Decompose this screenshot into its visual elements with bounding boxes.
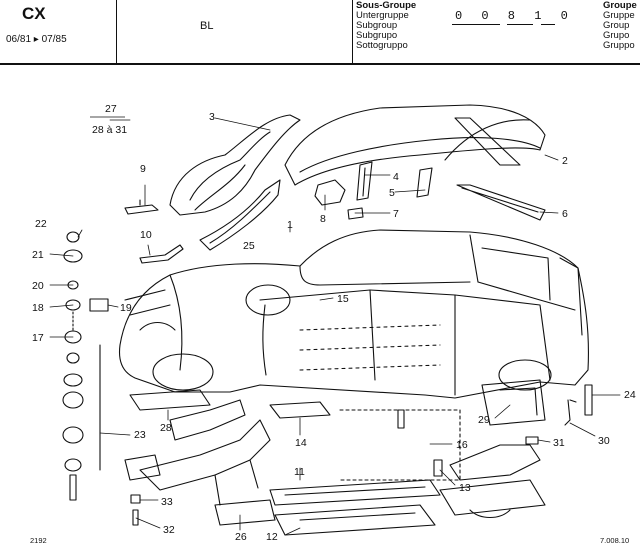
pillar-drawing [199, 179, 281, 251]
callout-29: 29 [478, 414, 490, 426]
callout-27: 27 [105, 103, 117, 115]
bolt-32-drawing [132, 509, 139, 526]
footer-right-code: 7.008.10 [600, 536, 629, 544]
roof-rail-drawing [456, 184, 546, 221]
subgroup-label-es: Subgrupo [356, 30, 398, 41]
callout-4: 4 [393, 171, 399, 183]
callout-15: 15 [337, 293, 349, 305]
pin-30-drawing [564, 399, 577, 426]
group-label-en: Group [603, 20, 630, 31]
callout-21: 21 [32, 249, 44, 261]
callout-20: 20 [32, 280, 44, 292]
group-label-it: Gruppo [603, 40, 635, 51]
group-labels: Groupe Gruppe Group Grupo Gruppo [603, 1, 637, 51]
callout-3: 3 [209, 111, 215, 123]
bracket-10-drawing [139, 244, 184, 264]
group-label-de: Gruppe [603, 10, 635, 21]
bolt-33-drawing [130, 494, 141, 504]
callout-25: 25 [243, 240, 255, 252]
model-name: CX [22, 4, 46, 23]
callout-12: 12 [266, 531, 278, 543]
bolt-16-drawing [397, 409, 405, 429]
callout-8: 8 [320, 213, 326, 225]
bracket-8-drawing [314, 179, 346, 206]
subgroup-label-de: Untergruppe [356, 10, 409, 21]
subgroup-label-en: Subgroup [356, 20, 398, 31]
group-label-fr: Groupe [603, 0, 637, 11]
code-underline-1 [452, 24, 500, 25]
callout-17: 17 [32, 332, 44, 344]
code-underline-3 [541, 24, 555, 25]
callout-26: 26 [235, 531, 247, 543]
code-underline-2 [507, 24, 533, 25]
callout-10: 10 [140, 229, 152, 241]
subgroup-label-it: Sottogruppo [356, 40, 408, 51]
reinforcement-5-drawing [416, 167, 433, 198]
callout-19: 19 [120, 302, 132, 314]
callout-1: 1 [287, 219, 293, 231]
callout-16: 16 [456, 439, 468, 451]
callout-5: 5 [389, 187, 395, 199]
callout-22: 22 [35, 218, 47, 230]
panel-14-drawing [269, 401, 331, 419]
side-frame-drawing [169, 114, 301, 216]
floor-piece-26-drawing [214, 499, 276, 526]
callout-24: 24 [624, 389, 636, 401]
footer-left-code: 2192 [30, 536, 47, 544]
callout-32: 32 [163, 524, 175, 536]
floor-panel-12-drawing [274, 504, 436, 536]
clip-31-drawing [525, 436, 539, 445]
group-code: 0 0 8 1 0 [455, 9, 574, 23]
pin-24-drawing [584, 384, 593, 416]
callout-7: 7 [393, 208, 399, 220]
callout-2: 2 [562, 155, 568, 167]
title-box-text: BL [200, 20, 214, 32]
subframe-drawing [124, 399, 271, 506]
bracket-29-drawing [481, 379, 546, 426]
callouts: 1 2 3 4 5 6 7 8 9 10 11 12 13 14 15 16 1… [32, 103, 636, 543]
main-body-shell-drawing [118, 229, 589, 399]
title-box [116, 0, 353, 64]
callout-30: 30 [598, 435, 610, 447]
sill-11-drawing [269, 479, 441, 506]
reinforcement-4-drawing [356, 161, 373, 201]
plate-7-drawing [347, 207, 364, 220]
group-label-es: Grupo [603, 30, 630, 41]
floor-panel-28-drawing [129, 389, 211, 411]
callout-33: 33 [161, 496, 173, 508]
callout-6: 6 [562, 208, 568, 220]
callout-23: 23 [134, 429, 146, 441]
subgroup-label-fr: Sous-Groupe [356, 0, 417, 11]
callout-28: 28 [160, 422, 172, 434]
production-period: 06/81 ▸ 07/85 [6, 34, 67, 45]
callout-31: 31 [553, 437, 565, 449]
callout-14: 14 [295, 437, 307, 449]
callout-18: 18 [32, 302, 44, 314]
callout-11: 11 [294, 466, 305, 478]
subgroup-labels: Sous-Groupe Untergruppe Subgroup Subgrup… [356, 1, 416, 51]
fastener-stack-drawing [62, 231, 109, 501]
bracket-9-drawing [124, 199, 159, 215]
callout-13: 13 [459, 482, 471, 494]
leader-lines [49, 117, 621, 536]
bolt-13-drawing [433, 459, 443, 477]
roof-panel-drawing [284, 104, 546, 186]
callout-27-range: 28 à 31 [92, 124, 127, 136]
callout-9: 9 [140, 163, 146, 175]
